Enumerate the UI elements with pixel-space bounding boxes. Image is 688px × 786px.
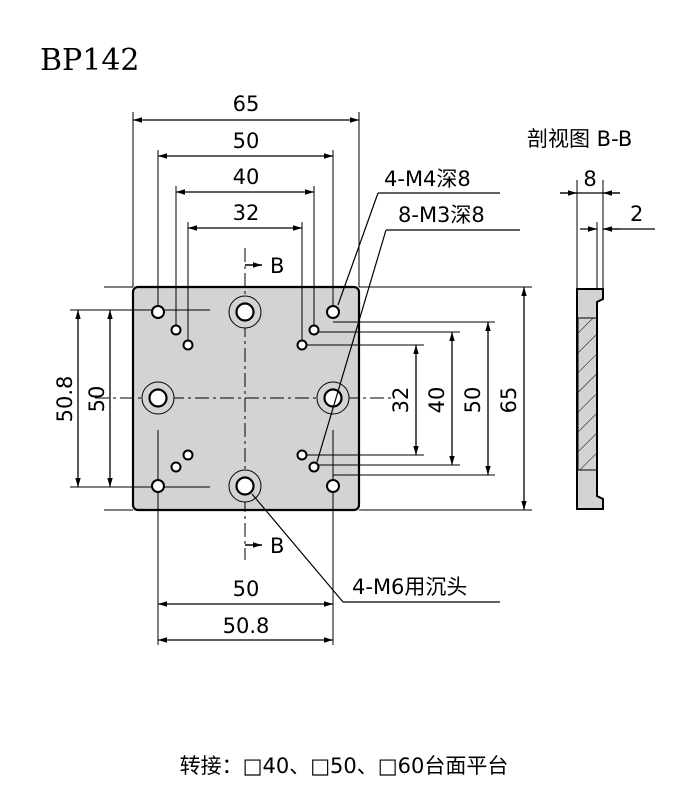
m4-holes [151,305,340,493]
counterbore-holes [141,295,350,503]
left-extension-lines [70,286,210,511]
right-extension-lines [302,286,532,511]
section-mark-top: B [245,254,284,278]
callout-m4: 4-M4深8 [337,167,500,306]
dim-label-32-right: 32 [389,387,413,414]
dim-label-50-bottom: 50 [233,577,260,601]
section-dim-2-label: 2 [630,202,643,226]
section-mark-bottom-label: B [270,534,284,558]
dim-label-40-top: 40 [233,165,260,189]
dim-label-40-right: 40 [425,387,449,414]
section-dim-8-label: 8 [583,167,596,191]
dim-label-50-left: 50 [85,386,109,413]
callout-m6: 4-M6用沉头 [251,493,500,603]
callout-m3: 8-M3深8 [316,203,520,463]
section-view-label: 剖视图 B-B [527,127,632,151]
top-extension-lines [132,112,360,345]
callout-m6-label: 4-M6用沉头 [352,575,467,599]
callout-m3-label: 8-M3深8 [398,203,485,227]
section-view [576,288,604,510]
dim-label-65: 65 [233,92,260,116]
dim-label-50-top: 50 [233,129,260,153]
adapter-caption: 转接：□40、□50、□60台面平台 [180,754,509,778]
m3-holes [170,324,320,473]
callout-m4-label: 4-M4深8 [384,167,471,191]
drawing-title: BP142 [40,43,140,78]
section-mark-top-label: B [270,254,284,278]
section-extension-lines [576,180,604,289]
section-mark-bottom: B [245,534,284,558]
dim-label-50-8-left: 50.8 [53,376,77,423]
dim-label-50-8-bottom: 50.8 [223,614,270,638]
dim-label-32-top: 32 [233,201,260,225]
dim-label-50-right: 50 [461,387,485,414]
bottom-extension-lines [157,430,334,645]
dim-label-65-right: 65 [497,387,521,414]
